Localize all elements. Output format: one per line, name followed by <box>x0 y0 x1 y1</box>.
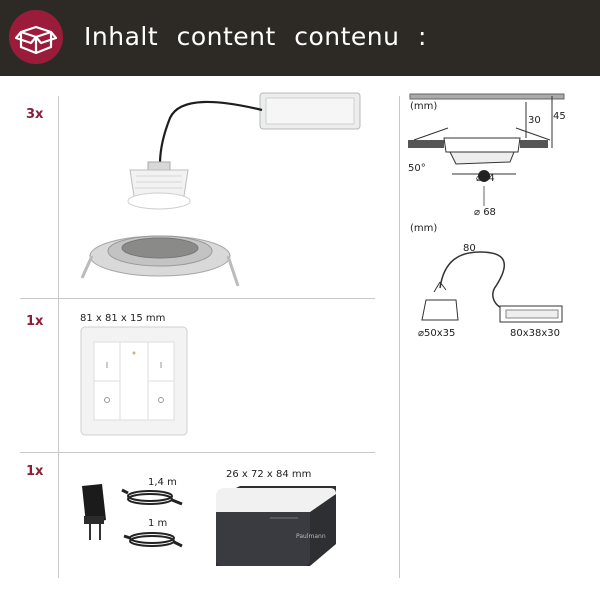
cable-length: 1,4 m <box>148 477 177 488</box>
cable-length: 1 m <box>148 518 168 529</box>
unit-label: (mm) <box>410 101 438 112</box>
module-dimension-diagram <box>421 251 563 323</box>
diameter-label: ⌀84 <box>476 173 495 184</box>
module-size-label: ⌀50x35 <box>418 328 456 339</box>
gateway-illustration <box>216 486 336 566</box>
quantity-label: 1x <box>26 464 44 479</box>
column-divider <box>399 96 400 578</box>
installation-diagram <box>408 93 565 206</box>
angle-label: 50° <box>408 163 426 174</box>
package-badge <box>9 10 63 64</box>
header-bar: Inhalt content contenu : <box>0 0 600 76</box>
power-supply-illustration <box>82 484 183 548</box>
switch-dimensions: 81 x 81 x 15 mm <box>80 313 166 324</box>
quantity-label: 3x <box>26 107 44 122</box>
driver-size-label: 80x38x30 <box>510 328 561 339</box>
height-label: 45 <box>553 111 566 122</box>
quantity-label: 1x <box>26 314 44 329</box>
column-divider <box>58 96 59 578</box>
cable-length-label: 80 <box>463 243 476 254</box>
row-divider <box>20 452 375 453</box>
row-divider <box>20 298 375 299</box>
gateway-dimensions: 26 x 72 x 84 mm <box>226 469 312 480</box>
depth-label: 30 <box>528 115 541 126</box>
unit-label: (mm) <box>410 223 438 234</box>
brand-logo: Paulmann <box>296 533 326 540</box>
cutout-label: ⌀ 68 <box>474 207 496 218</box>
wall-switch-illustration <box>80 326 188 436</box>
open-box-icon <box>14 25 58 55</box>
page-title: Inhalt content contenu : <box>84 22 427 51</box>
led-spotlight-illustration <box>80 92 361 287</box>
